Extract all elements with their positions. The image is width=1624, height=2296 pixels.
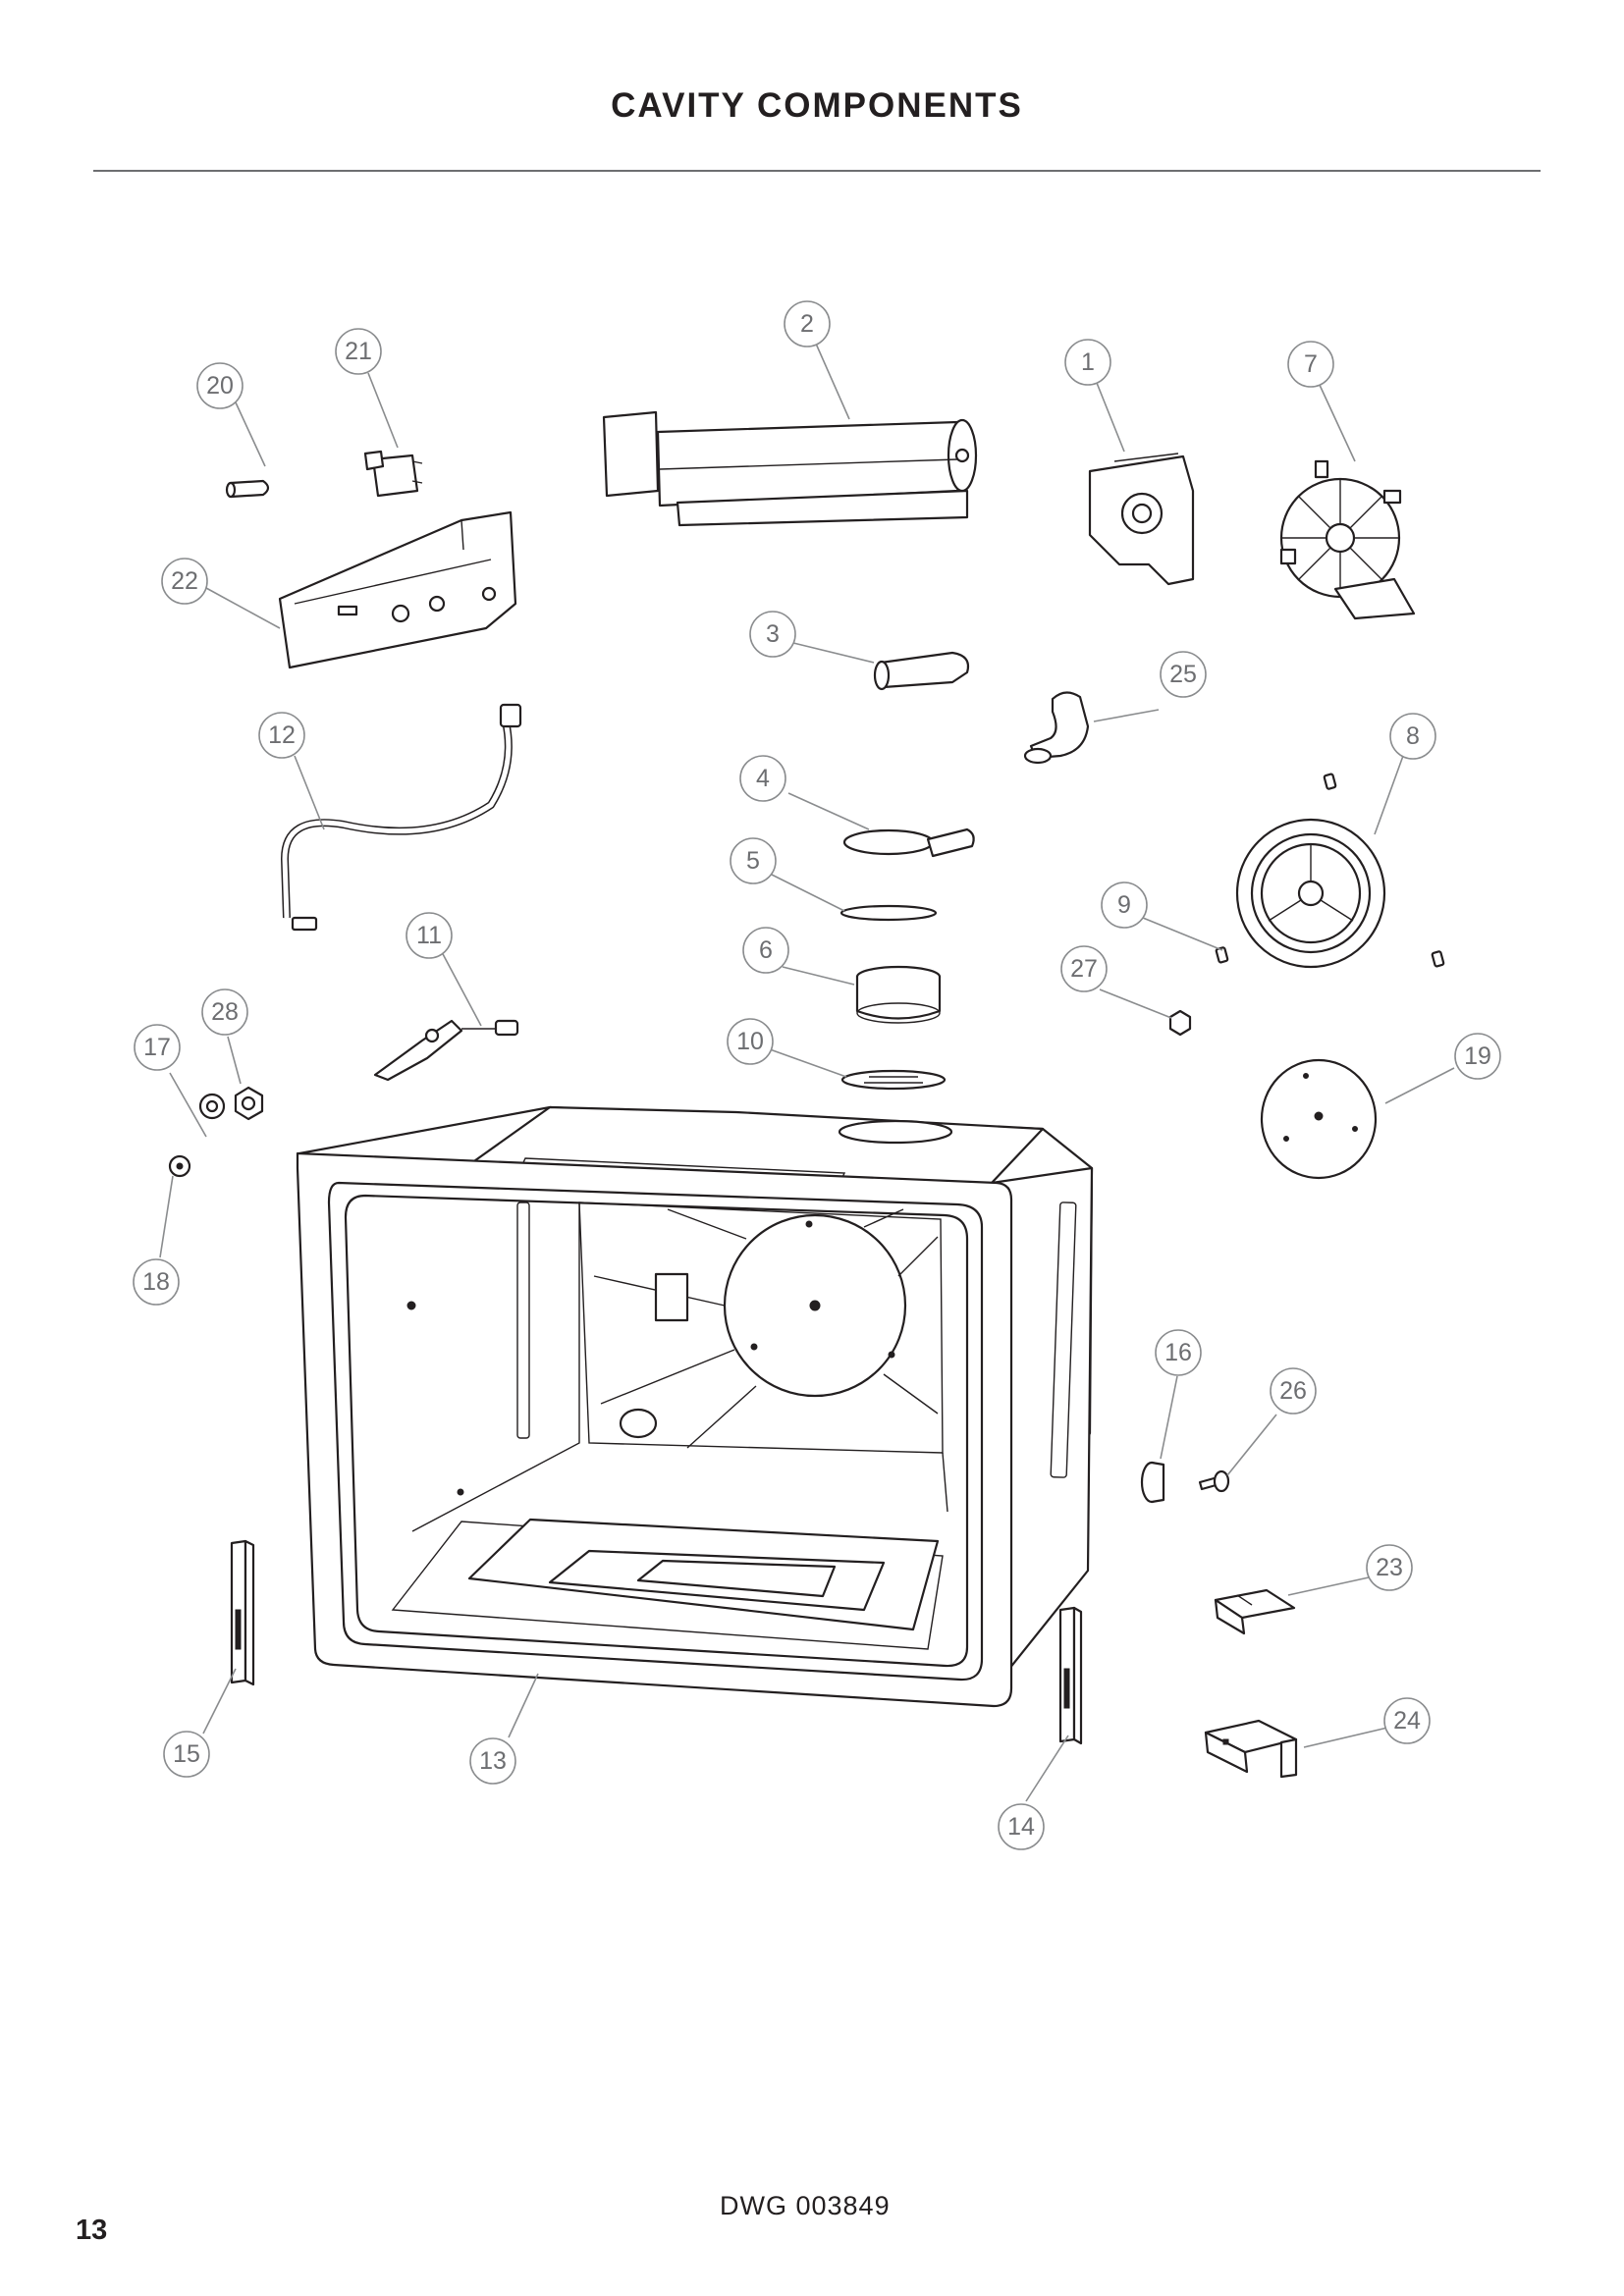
callout-1: 1 [1064, 339, 1111, 386]
callout-21: 21 [335, 328, 382, 375]
callout-12: 12 [258, 712, 305, 759]
washer-part [198, 1093, 226, 1120]
callout-14: 14 [998, 1803, 1045, 1850]
callout-6: 6 [742, 927, 789, 974]
tangential-fan-part [602, 410, 978, 527]
callout-10: 10 [727, 1018, 774, 1065]
svg-text:1: 1 [1081, 348, 1095, 376]
svg-text:6: 6 [759, 936, 773, 964]
svg-text:2: 2 [800, 310, 814, 338]
vent-grille-part [840, 1069, 947, 1091]
callout-9: 9 [1101, 881, 1148, 929]
svg-text:7: 7 [1304, 350, 1318, 378]
lamp-socket-part [168, 1154, 191, 1178]
svg-text:26: 26 [1279, 1377, 1307, 1405]
svg-text:15: 15 [173, 1740, 200, 1768]
callout-22: 22 [161, 558, 208, 605]
callout-17: 17 [134, 1024, 181, 1071]
callout-5: 5 [730, 837, 777, 884]
callout-20: 20 [196, 362, 244, 409]
svg-text:4: 4 [756, 765, 770, 792]
svg-text:14: 14 [1007, 1813, 1035, 1841]
svg-text:3: 3 [766, 620, 780, 648]
drawing-number: DWG 003849 [720, 2191, 891, 2220]
svg-text:11: 11 [416, 922, 442, 949]
mounting-bracket-part [278, 510, 517, 669]
callout-11: 11 [406, 912, 453, 959]
callout-26: 26 [1270, 1367, 1317, 1415]
bracket-large-part [1204, 1719, 1298, 1779]
screw-part [1198, 1469, 1230, 1493]
connector-cap-part [225, 479, 270, 499]
cooling-fan-motor-part [1088, 453, 1195, 586]
callout-24: 24 [1383, 1697, 1431, 1744]
callout-27: 27 [1060, 945, 1108, 992]
callout-13: 13 [469, 1737, 516, 1785]
damper-part [842, 828, 975, 858]
vent-ring-part [855, 965, 942, 1024]
page-number: 13 [76, 2215, 108, 2246]
convection-fan-motor-part [1279, 459, 1416, 620]
page-title: CAVITY COMPONENTS [611, 86, 1023, 125]
callout-25: 25 [1160, 651, 1207, 698]
svg-text:12: 12 [268, 721, 296, 749]
svg-text:19: 19 [1464, 1042, 1491, 1070]
bumper-part [1140, 1461, 1165, 1504]
svg-text:22: 22 [171, 567, 198, 595]
svg-text:23: 23 [1376, 1554, 1403, 1581]
callout-28: 28 [201, 988, 248, 1036]
svg-text:9: 9 [1117, 891, 1131, 919]
svg-text:13: 13 [479, 1747, 507, 1775]
hinge-receiver-left-part [230, 1539, 255, 1686]
nut-part [1168, 1009, 1192, 1037]
title-divider [93, 170, 1541, 172]
callout-16: 16 [1155, 1329, 1202, 1376]
svg-text:8: 8 [1406, 722, 1420, 750]
switch-part [363, 450, 423, 498]
oven-cavity-part [296, 1105, 1094, 1708]
callout-3: 3 [749, 611, 796, 658]
stud-part [1215, 773, 1445, 968]
gasket-part [839, 904, 938, 922]
duct-elbow-part [873, 651, 970, 691]
bracket-small-part [1214, 1588, 1296, 1635]
hex-nut-part [234, 1086, 264, 1121]
svg-text:25: 25 [1169, 661, 1197, 688]
sensor-probe-part [373, 1019, 519, 1082]
callout-23: 23 [1366, 1544, 1413, 1591]
callout-8: 8 [1389, 713, 1436, 760]
callout-7: 7 [1287, 341, 1334, 388]
callout-18: 18 [133, 1258, 180, 1306]
fan-baffle-disk-part [1260, 1058, 1378, 1180]
callout-2: 2 [784, 300, 831, 347]
fan-cover-part [1235, 818, 1386, 969]
svg-text:20: 20 [206, 372, 234, 400]
callout-4: 4 [739, 755, 786, 802]
svg-text:16: 16 [1164, 1339, 1192, 1366]
callout-15: 15 [163, 1731, 210, 1778]
svg-text:18: 18 [142, 1268, 170, 1296]
wiring-harness-part [280, 703, 522, 932]
svg-text:17: 17 [143, 1034, 171, 1061]
hinge-receiver-right-part [1058, 1606, 1083, 1745]
svg-text:5: 5 [746, 847, 760, 875]
callout-19: 19 [1454, 1033, 1501, 1080]
svg-text:21: 21 [345, 338, 372, 365]
svg-text:24: 24 [1393, 1707, 1421, 1735]
svg-text:28: 28 [211, 998, 239, 1026]
svg-text:10: 10 [736, 1028, 764, 1055]
leader-lines [159, 343, 1455, 1802]
duct-elbow-2-part [1023, 691, 1090, 765]
svg-text:27: 27 [1070, 955, 1098, 983]
